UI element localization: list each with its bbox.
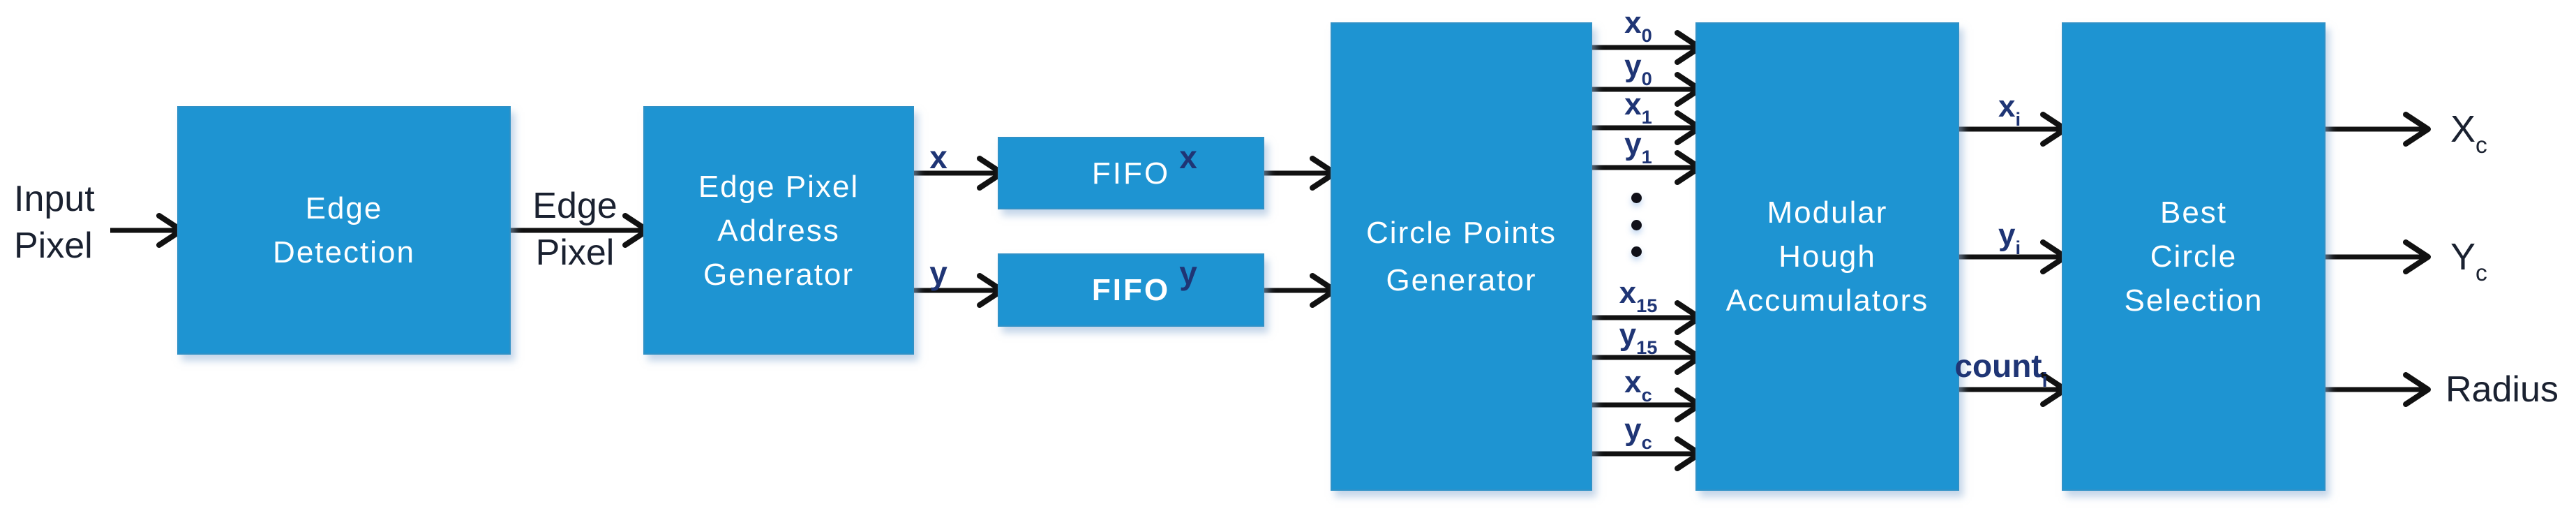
block-edge-pixel-address-generator-label: Edge Pixel Address Generator <box>698 169 860 292</box>
block-modular-hough-accumulators: Modular Hough Accumulators <box>1695 22 1959 491</box>
block-edge-detection-label: Edge Detection <box>273 191 415 269</box>
block-edge-pixel-address-generator: Edge Pixel Address Generator <box>643 106 914 355</box>
signal-label-yi: yi <box>1998 218 2021 259</box>
bus-ellipsis-dot-2 <box>1631 220 1642 230</box>
signal-label-xi: xi <box>1998 89 2021 131</box>
arrow-output-yc <box>2326 239 2431 274</box>
bus-label-y0: y0 <box>1624 49 1652 90</box>
x-into-fifo-label: x <box>929 139 948 175</box>
block-best-circle-selection-label: Best Circle Selection <box>2124 195 2263 318</box>
bus-ellipsis-dot-1 <box>1631 193 1642 203</box>
edge-pixel-label: Edge Pixel <box>532 186 617 273</box>
output-label-yc: Yc <box>2450 236 2487 286</box>
bus-label-x15: x15 <box>1619 276 1658 317</box>
output-label-xc: Xc <box>2450 108 2487 158</box>
block-best-circle-selection: Best Circle Selection <box>2062 22 2326 491</box>
arrow-output-xc <box>2326 112 2431 147</box>
arrow-y-to-fifo <box>914 273 1005 308</box>
block-fifo-x-label: FIFO <box>1091 156 1171 191</box>
block-edge-detection: Edge Detection <box>177 106 511 355</box>
output-label-radius: Radius <box>2446 369 2559 410</box>
bus-label-yc: yc <box>1624 413 1652 454</box>
bus-label-x0: x0 <box>1624 6 1652 47</box>
bus-ellipsis-dot-3 <box>1631 246 1642 257</box>
block-circle-points-generator: Circle Points Generator <box>1331 22 1592 491</box>
y-into-fifo-label: y <box>929 255 948 291</box>
arrow-y-from-fifo <box>1264 273 1338 308</box>
arrow-x-to-fifo <box>914 156 1005 191</box>
bus-label-x1: x1 <box>1624 87 1652 128</box>
arrow-x-from-fifo <box>1264 156 1338 191</box>
y-out-of-fifo-label: y <box>1179 255 1197 291</box>
arrow-input-pixel <box>110 213 184 248</box>
block-fifo-y-label: FIFO <box>1091 273 1171 307</box>
block-fifo-x: FIFO <box>998 137 1264 209</box>
x-out-of-fifo-label: x <box>1179 139 1197 175</box>
input-pixel-label: Input Pixel <box>14 179 95 266</box>
arrow-output-radius <box>2326 372 2431 407</box>
bus-label-y15: y15 <box>1619 318 1658 359</box>
block-modular-hough-accumulators-label: Modular Hough Accumulators <box>1725 195 1929 318</box>
block-circle-points-generator-label: Circle Points Generator <box>1366 215 1557 297</box>
bus-label-y1: y1 <box>1624 127 1652 168</box>
signal-label-counti: counti <box>1954 348 2048 392</box>
block-fifo-y: FIFO <box>998 253 1264 327</box>
bus-label-xc: xc <box>1624 365 1652 406</box>
